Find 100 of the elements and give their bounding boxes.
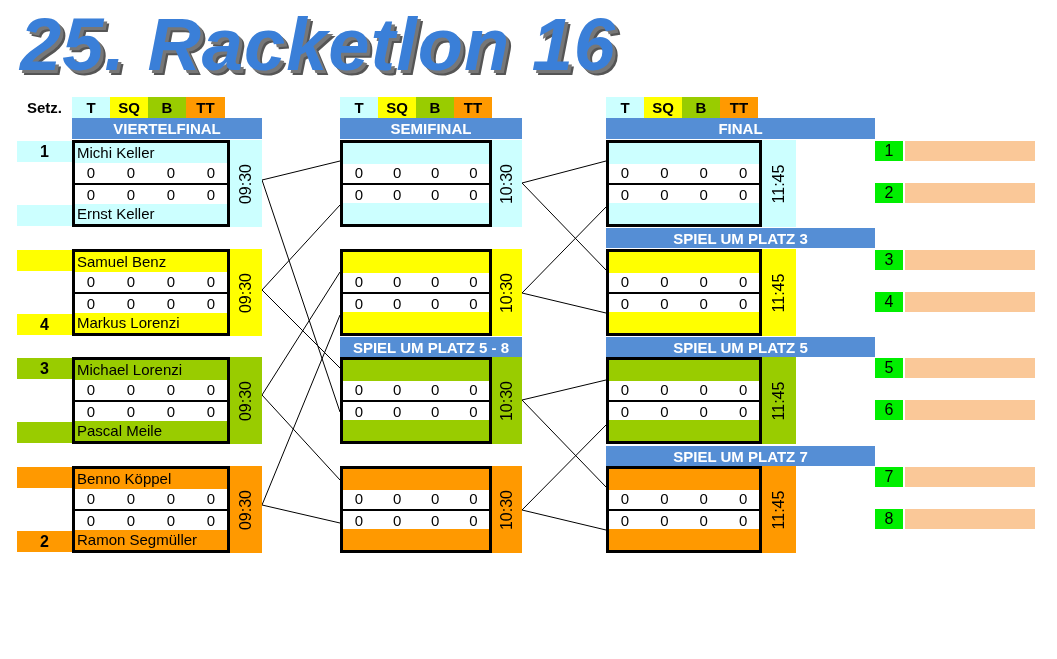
section-heading: FINAL xyxy=(606,118,875,139)
column-heading: SQ xyxy=(110,97,148,118)
score-value: 0 xyxy=(85,380,97,400)
score-value: 0 xyxy=(698,380,709,400)
player-name: Markus Lorenzi xyxy=(75,313,227,333)
score-value: 0 xyxy=(737,402,749,422)
section-heading: SPIEL UM PLATZ 3 xyxy=(606,228,875,248)
score-value: 0 xyxy=(85,272,97,292)
connector-line xyxy=(261,160,341,181)
score-value: 0 xyxy=(125,272,137,292)
score-value: 0 xyxy=(430,402,441,422)
score-value: 0 xyxy=(353,185,365,205)
column-heading: Setz. xyxy=(26,98,63,118)
score-value: 0 xyxy=(205,489,217,509)
score-value: 0 xyxy=(737,185,749,205)
score-value: 0 xyxy=(659,272,670,292)
column-heading: T xyxy=(606,97,644,118)
score-value: 0 xyxy=(125,163,137,183)
connector-line xyxy=(521,182,607,271)
time-bar: 10:30 xyxy=(492,357,522,444)
score-value: 0 xyxy=(391,272,403,292)
column-heading: T xyxy=(340,97,378,118)
player-name: Benno Köppel xyxy=(75,469,227,489)
score-value: 0 xyxy=(468,489,479,509)
score-value: 0 xyxy=(391,511,403,531)
score-value: 0 xyxy=(353,511,365,531)
player-name: Michi Keller xyxy=(75,143,227,163)
score-value: 0 xyxy=(205,185,217,205)
score-value: 0 xyxy=(85,511,97,531)
score-value: 0 xyxy=(619,489,631,509)
score-value: 0 xyxy=(125,402,137,422)
connector-line xyxy=(261,504,341,524)
score-value: 0 xyxy=(430,294,441,314)
connector-line xyxy=(261,289,341,369)
time-bar: 09:30 xyxy=(230,466,262,553)
score-value: 0 xyxy=(353,380,365,400)
time-bar: 10:30 xyxy=(492,466,522,553)
rank-number: 2 xyxy=(875,183,903,203)
score-value: 0 xyxy=(737,163,749,183)
time-bar: 09:30 xyxy=(230,140,262,227)
score-value: 0 xyxy=(659,380,670,400)
score-value: 0 xyxy=(698,272,709,292)
section-heading: SPIEL UM PLATZ 5 - 8 xyxy=(340,337,522,357)
score-value: 0 xyxy=(165,380,177,400)
score-value: 0 xyxy=(205,511,217,531)
score-value: 0 xyxy=(430,489,441,509)
time-bar: 09:30 xyxy=(230,249,262,336)
connector-line xyxy=(261,394,341,481)
connector-line xyxy=(521,509,607,531)
score-value: 0 xyxy=(468,272,479,292)
seed-cell: 2 xyxy=(17,531,72,552)
score-value: 0 xyxy=(85,402,97,422)
score-value: 0 xyxy=(659,294,670,314)
connector-line xyxy=(521,160,607,184)
time-bar: 11:45 xyxy=(762,357,796,444)
connector-line xyxy=(521,292,607,314)
score-value: 0 xyxy=(698,511,709,531)
score-value: 0 xyxy=(391,380,403,400)
score-value: 0 xyxy=(391,163,403,183)
score-value: 0 xyxy=(125,185,137,205)
score-value: 0 xyxy=(205,163,217,183)
score-value: 0 xyxy=(468,163,479,183)
score-value: 0 xyxy=(698,185,709,205)
score-value: 0 xyxy=(125,489,137,509)
score-value: 0 xyxy=(125,380,137,400)
score-value: 0 xyxy=(737,489,749,509)
score-value: 0 xyxy=(659,163,670,183)
player-name: Michael Lorenzi xyxy=(75,360,227,380)
player-name: Pascal Meile xyxy=(75,421,227,441)
section-heading: VIERTELFINAL xyxy=(72,118,262,139)
score-value: 0 xyxy=(430,163,441,183)
score-value: 0 xyxy=(619,511,631,531)
time-bar: 09:30 xyxy=(230,357,262,444)
column-heading: B xyxy=(416,97,454,118)
score-value: 0 xyxy=(737,511,749,531)
score-value: 0 xyxy=(391,185,403,205)
score-value: 0 xyxy=(659,489,670,509)
score-value: 0 xyxy=(165,163,177,183)
score-value: 0 xyxy=(205,380,217,400)
score-value: 0 xyxy=(205,272,217,292)
rank-number: 1 xyxy=(875,141,903,161)
score-value: 0 xyxy=(165,511,177,531)
score-value: 0 xyxy=(205,294,217,314)
score-value: 0 xyxy=(125,511,137,531)
column-heading: SQ xyxy=(644,97,682,118)
time-bar: 11:45 xyxy=(762,140,796,227)
time-bar: 11:45 xyxy=(762,466,796,553)
time-bar: 11:45 xyxy=(762,249,796,336)
score-value: 0 xyxy=(391,294,403,314)
score-value: 0 xyxy=(737,380,749,400)
score-value: 0 xyxy=(430,511,441,531)
title: 25. Racketlon 16 xyxy=(20,2,616,87)
score-value: 0 xyxy=(430,185,441,205)
player-name: Ramon Segmüller xyxy=(75,530,227,550)
score-value: 0 xyxy=(353,294,365,314)
score-value: 0 xyxy=(659,511,670,531)
connector-line xyxy=(521,399,607,488)
rank-number: 7 xyxy=(875,467,903,487)
score-value: 0 xyxy=(85,185,97,205)
score-value: 0 xyxy=(165,185,177,205)
